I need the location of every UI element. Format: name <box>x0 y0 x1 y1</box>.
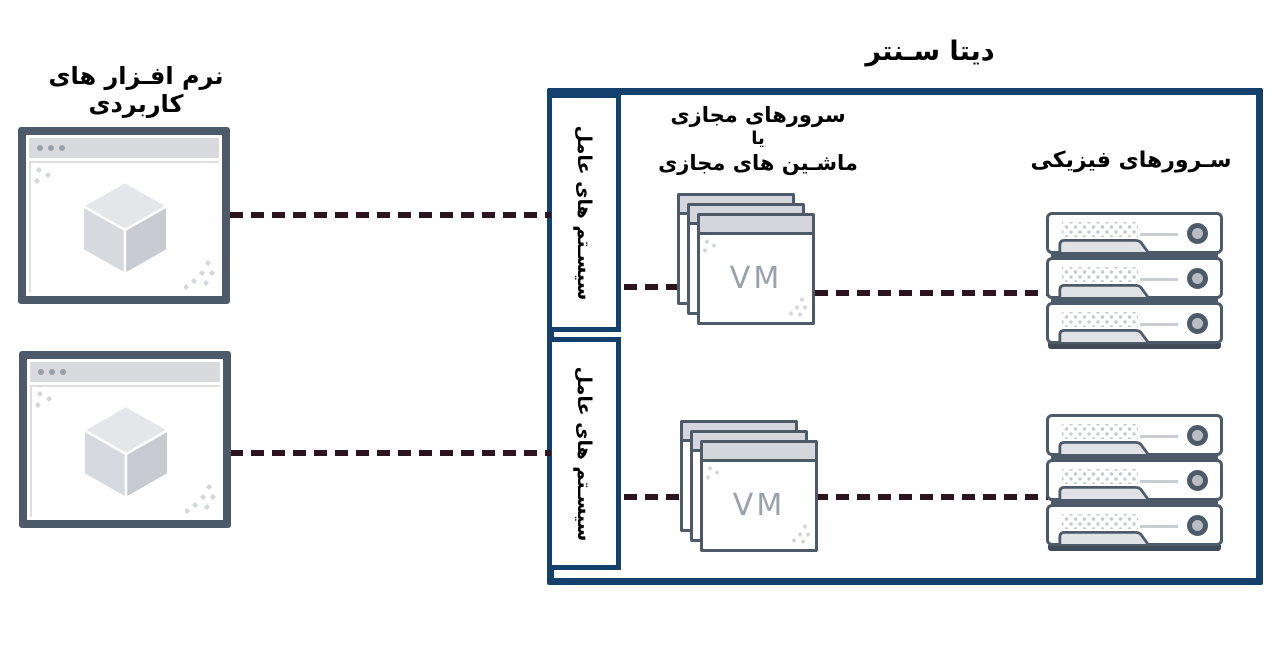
connector-vm1-server1 <box>815 290 1048 296</box>
server-unit <box>1046 459 1223 501</box>
os-bar-top: سیسـتم های عامل <box>547 93 621 332</box>
app-window-1 <box>18 127 230 304</box>
os-bar-bottom: سیسـتم های عامل <box>547 337 621 570</box>
rack-shelf <box>1051 298 1218 303</box>
vent-pattern-icon <box>1062 469 1138 484</box>
physical-servers-label: سـرورهای فیزیکی <box>1030 148 1232 173</box>
drive-tray-icon <box>1058 239 1152 254</box>
power-button-icon <box>1187 268 1208 289</box>
vent-pattern-icon <box>1062 514 1138 529</box>
window-content <box>29 161 219 293</box>
status-line <box>1140 480 1178 483</box>
os-bar-top-label: سیسـتم های عامل <box>573 125 595 300</box>
vm-body: VM <box>703 462 815 549</box>
power-button-icon <box>1187 223 1208 244</box>
status-line <box>1140 525 1178 528</box>
server-unit <box>1046 504 1223 546</box>
power-button-icon <box>1187 313 1208 334</box>
drive-tray-icon <box>1058 486 1152 501</box>
power-button-icon <box>1187 425 1208 446</box>
window-dot-icon <box>37 145 43 151</box>
app-window-2 <box>19 351 231 528</box>
virtual-servers-label: سرورهای مجازی یا ماشـین های مجازی <box>638 102 878 176</box>
vm-body: VM <box>700 235 812 322</box>
window-dot-icon <box>60 369 66 375</box>
power-button-icon <box>1187 515 1208 536</box>
status-line <box>1140 233 1178 236</box>
corner-dots-icon <box>791 524 811 544</box>
rack-base <box>1048 545 1221 551</box>
rack-shelf <box>1051 500 1218 505</box>
status-line <box>1140 323 1178 326</box>
corner-dots-icon <box>34 167 51 184</box>
server-unit <box>1046 212 1223 254</box>
drive-tray-icon <box>1058 284 1152 299</box>
os-bar-bottom-label: سیسـتم های عامل <box>573 366 595 541</box>
connector-os2-vm2 <box>624 494 682 500</box>
cube-icon <box>81 404 171 501</box>
server-rack-1 <box>1046 212 1223 349</box>
connector-vm2-server2 <box>815 494 1048 500</box>
vm-label: VM <box>729 261 783 296</box>
power-button-icon <box>1187 470 1208 491</box>
rack-base <box>1048 343 1221 349</box>
virtual-servers-label-line3: ماشـین های مجازی <box>658 151 858 175</box>
drive-tray-icon <box>1058 441 1152 456</box>
vm-titlebar <box>700 216 812 235</box>
corner-dots-icon <box>703 239 717 253</box>
vent-pattern-icon <box>1062 267 1138 282</box>
drive-tray-icon <box>1058 531 1152 546</box>
window-titlebar <box>30 362 220 382</box>
cube-icon <box>80 180 170 277</box>
corner-dots-icon <box>788 297 808 317</box>
window-dot-icon <box>59 145 65 151</box>
datacenter-box <box>547 88 1263 585</box>
server-unit <box>1046 414 1223 456</box>
server-unit <box>1046 257 1223 299</box>
vent-pattern-icon <box>1062 222 1138 237</box>
connector-app1-os1 <box>230 212 551 218</box>
status-line <box>1140 278 1178 281</box>
connector-os1-vm1 <box>624 284 680 290</box>
vm-titlebar <box>703 443 815 462</box>
virtual-servers-label-line2: یا <box>751 128 765 149</box>
corner-dots-icon <box>184 260 215 290</box>
vm-window-front: VM <box>700 440 818 552</box>
virtual-servers-label-line1: سرورهای مجازی <box>670 103 846 127</box>
rack-shelf <box>1051 253 1218 258</box>
corner-dots-icon <box>185 484 216 514</box>
corner-dots-icon <box>706 466 720 480</box>
vm-label: VM <box>732 488 786 523</box>
status-line <box>1140 435 1178 438</box>
window-content <box>30 385 220 517</box>
server-unit <box>1046 302 1223 344</box>
datacenter-title: دیتا سـنتر <box>865 36 995 67</box>
vent-pattern-icon <box>1062 424 1138 439</box>
applications-label: نرم افـزار های کاربردی <box>48 62 224 118</box>
vm-window-front: VM <box>697 213 815 325</box>
corner-dots-icon <box>35 391 52 408</box>
connector-app2-os2 <box>230 450 551 456</box>
vm-stack-1: VM <box>677 193 817 327</box>
vm-stack-2: VM <box>680 420 820 554</box>
drive-tray-icon <box>1058 329 1152 344</box>
window-titlebar <box>29 138 219 158</box>
window-dot-icon <box>48 145 54 151</box>
window-dot-icon <box>49 369 55 375</box>
server-rack-2 <box>1046 414 1223 551</box>
vent-pattern-icon <box>1062 312 1138 327</box>
window-dot-icon <box>38 369 44 375</box>
rack-shelf <box>1051 455 1218 460</box>
